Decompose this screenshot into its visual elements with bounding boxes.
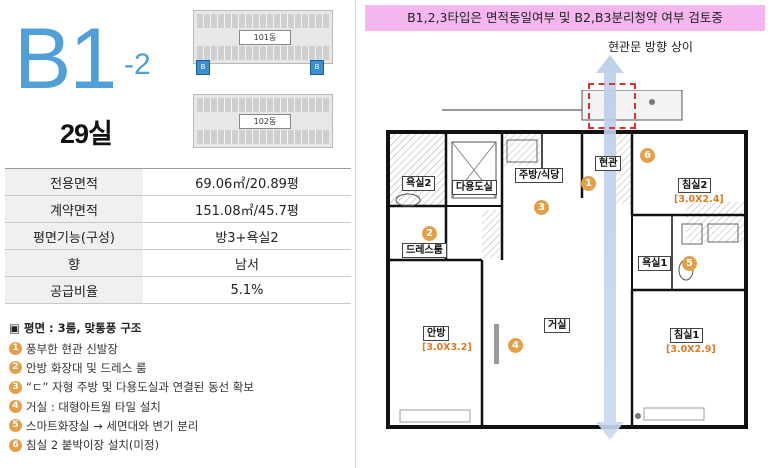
review-banner: B1,2,3타입은 면적동일여부 및 B2,B3분리청약 여부 검토중 bbox=[365, 5, 765, 31]
unit-row-top bbox=[197, 14, 329, 28]
feature-item: 1 풍부한 현관 신발장 bbox=[9, 339, 254, 358]
spec-table: 전용면적 69.06㎡/20.89평 계약면적 151.08㎡/45.7평 평면… bbox=[5, 168, 351, 304]
spec-label: 평면기능(구성) bbox=[5, 222, 143, 250]
feature-item: 2 안방 화장대 및 드레스 룸 bbox=[9, 358, 254, 377]
feature-text: 풍부한 현관 신발장 bbox=[26, 341, 118, 356]
block-label-101: 101동 bbox=[239, 30, 291, 45]
spec-row: 향 남서 bbox=[5, 249, 351, 277]
spec-row: 공급비율 5.1% bbox=[5, 276, 351, 304]
floor-plan: 욕실2 다용도실 주방/식당 현관 침실2 [3.0X2.4] 드레스룸 욕실1… bbox=[382, 55, 757, 462]
room-label-bedroom1: 침실1 bbox=[670, 328, 704, 343]
spec-value: 남서 bbox=[143, 249, 351, 277]
unit-row-bottom bbox=[197, 130, 329, 144]
plan-marker-1: 1 bbox=[581, 176, 596, 191]
feature-text: 스마트화장실 → 세면대와 변기 분리 bbox=[26, 418, 199, 433]
feature-item: 6 침실 2 붙박이장 설치(미정) bbox=[9, 435, 254, 454]
room-label-entrance: 현관 bbox=[595, 156, 622, 171]
spec-value: 방3+욕실2 bbox=[143, 222, 351, 250]
dimension-master: [3.0X3.2] bbox=[422, 342, 472, 353]
features-title: ▣ 평면 : 3룸, 맞통풍 구조 bbox=[9, 321, 142, 335]
type-suffix: -2 bbox=[124, 48, 151, 81]
type-code: B1 bbox=[14, 11, 117, 107]
feature-text: 침실 2 붙박이장 설치(미정) bbox=[26, 438, 160, 453]
plan-marker-5: 5 bbox=[682, 256, 697, 271]
block-label-102: 102동 bbox=[239, 114, 291, 129]
spec-value: 151.08㎡/45.7평 bbox=[143, 195, 351, 223]
spec-label: 향 bbox=[5, 249, 143, 277]
unit-row-top bbox=[197, 98, 329, 112]
feature-number-badge: 3 bbox=[9, 380, 22, 394]
room-label-kitchen: 주방/식당 bbox=[515, 168, 564, 183]
room-label-master: 안방 bbox=[423, 326, 450, 341]
feature-item: 4 거실 : 대형아트월 타일 설치 bbox=[9, 397, 254, 416]
feature-item: 3 “ㄷ” 자형 주방 및 다용도실과 연결된 동선 확보 bbox=[9, 378, 254, 397]
feature-text: “ㄷ” 자형 주방 및 다용도실과 연결된 동선 확보 bbox=[26, 380, 254, 395]
feature-text: 안방 화장대 및 드레스 룸 bbox=[26, 360, 147, 375]
feature-number-badge: 1 bbox=[9, 342, 22, 356]
dimension-bedroom2: [3.0X2.4] bbox=[674, 194, 724, 205]
room-label-living: 거실 bbox=[544, 318, 571, 333]
room-label-utility: 다용도실 bbox=[452, 180, 497, 195]
room-label-bath1: 욕실1 bbox=[638, 256, 672, 271]
spec-value: 69.06㎡/20.89평 bbox=[143, 168, 351, 196]
floor-plan-drawing bbox=[386, 90, 748, 429]
feature-number-badge: 2 bbox=[9, 361, 22, 375]
site-plan-block-101: 101동 bbox=[193, 10, 333, 64]
feature-item: 5 스마트화장실 → 세면대와 변기 분리 bbox=[9, 416, 254, 435]
spec-label: 전용면적 bbox=[5, 168, 143, 196]
room-label-bath2: 욕실2 bbox=[402, 176, 436, 191]
entry-direction-note: 현관문 방향 상이 bbox=[608, 40, 693, 54]
room-label-bedroom2: 침실2 bbox=[678, 178, 712, 193]
plan-marker-6: 6 bbox=[640, 148, 655, 163]
ventilation-arrow-icon bbox=[596, 55, 624, 440]
plan-marker-3: 3 bbox=[534, 200, 549, 215]
room-count: 29실 bbox=[60, 119, 113, 149]
spec-label: 공급비율 bbox=[5, 276, 143, 304]
site-plan-block-102: 102동 bbox=[193, 94, 333, 148]
spec-row: 계약면적 151.08㎡/45.7평 bbox=[5, 195, 351, 223]
feature-text: 거실 : 대형아트월 타일 설치 bbox=[26, 399, 161, 414]
unit-row-bottom bbox=[197, 46, 329, 60]
spec-row: 전용면적 69.06㎡/20.89평 bbox=[5, 168, 351, 196]
room-label-dressroom: 드레스룸 bbox=[402, 243, 447, 258]
unit-marker-right: B bbox=[310, 60, 324, 75]
dimension-bedroom1: [3.0X2.9] bbox=[666, 344, 716, 355]
plan-marker-4: 4 bbox=[508, 338, 523, 353]
panel-divider bbox=[355, 0, 356, 468]
spec-label: 계약면적 bbox=[5, 195, 143, 223]
spec-value: 5.1% bbox=[143, 276, 351, 304]
feature-number-badge: 6 bbox=[9, 438, 22, 452]
entry-highlight-box bbox=[588, 83, 636, 129]
unit-marker-left: B bbox=[196, 60, 210, 75]
features-list: 1 풍부한 현관 신발장 2 안방 화장대 및 드레스 룸 3 “ㄷ” 자형 주방 및… bbox=[9, 339, 254, 455]
spec-row: 평면기능(구성) 방3+욕실2 bbox=[5, 222, 351, 250]
feature-number-badge: 4 bbox=[9, 400, 22, 414]
plan-marker-2: 2 bbox=[422, 226, 437, 241]
feature-number-badge: 5 bbox=[9, 419, 22, 433]
